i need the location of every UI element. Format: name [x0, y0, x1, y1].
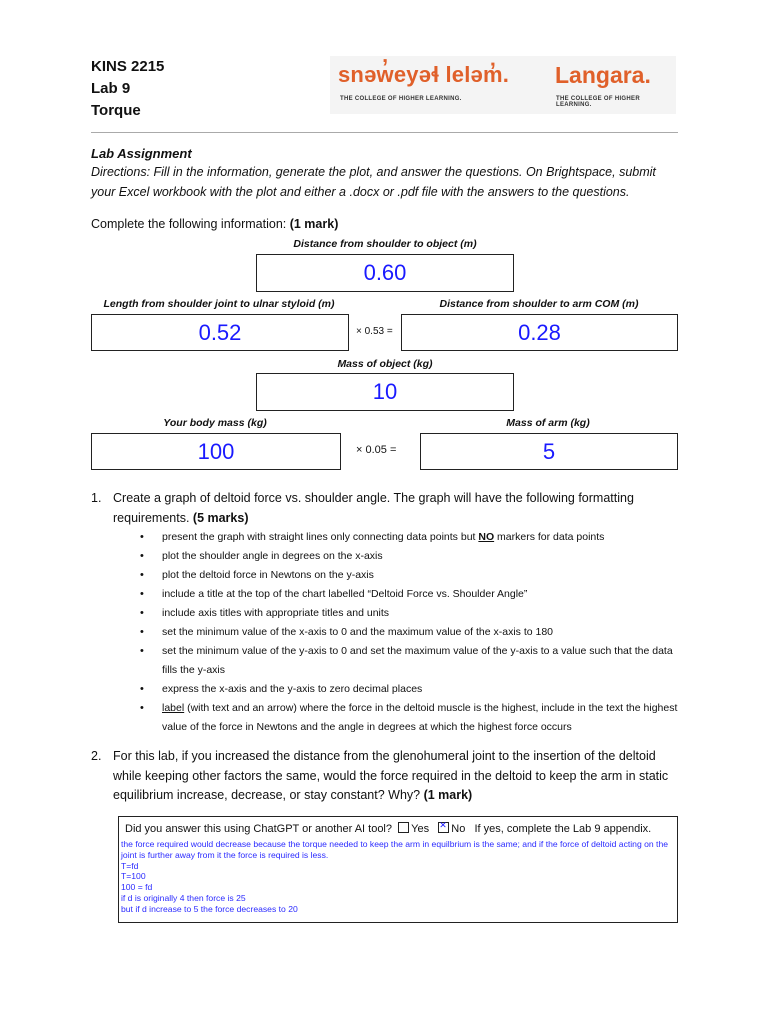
no-checkbox[interactable] — [438, 820, 450, 833]
answer-line: T=fd — [121, 860, 139, 871]
ai-question: Did you answer this using ChatGPT or ano… — [125, 823, 392, 835]
lab-topic: Torque — [91, 102, 141, 119]
list-item: plot the shoulder angle in degrees on th… — [140, 547, 685, 566]
yes-label: Yes — [411, 823, 430, 835]
question-2-body: For this lab, if you increased the dista… — [113, 749, 669, 802]
question-2-number: 2. — [91, 749, 102, 763]
yes-checkbox[interactable] — [398, 822, 410, 833]
course-code: KINS 2215 — [91, 58, 165, 75]
distance-com-field[interactable]: 0.28 — [401, 314, 678, 351]
list-item: set the minimum value of the y-axis to 0… — [140, 642, 685, 680]
list-item: express the x-axis and the y-axis to zer… — [140, 680, 685, 699]
answer-line: T=100 — [121, 871, 146, 882]
assignment-title: Lab Assignment — [91, 146, 192, 161]
question-1-text: Create a graph of deltoid force vs. shou… — [113, 489, 683, 528]
list-item: present the graph with straight lines on… — [140, 528, 685, 547]
mass-object-field[interactable]: 10 — [256, 373, 514, 411]
course-header: KINS 2215 Lab 9 Torque — [91, 56, 164, 122]
info-intro-text: Complete the following information: — [91, 217, 290, 231]
distance-object-label: Distance from shoulder to object (m) — [293, 238, 477, 250]
answer-box[interactable]: Did you answer this using ChatGPT or ano… — [118, 816, 678, 923]
question-1-requirements: present the graph with straight lines on… — [140, 528, 685, 737]
requirement-text: (with text and an arrow) where the force… — [162, 702, 678, 733]
question-1-body: Create a graph of deltoid force vs. shou… — [113, 491, 634, 525]
body-mass-label: Your body mass (kg) — [163, 417, 267, 429]
list-item: label (with text and an arrow) where the… — [140, 699, 685, 737]
list-item: include a title at the top of the chart … — [140, 585, 685, 604]
answer-line: if d is originally 4 then force is 25 — [121, 892, 246, 903]
answer-line: the force required would decrease becaus… — [121, 839, 668, 860]
com-factor-text: × 0.53 = — [356, 326, 393, 337]
question-1-number: 1. — [91, 491, 102, 505]
info-intro-marks: (1 mark) — [289, 217, 339, 231]
length-ulnar-field[interactable]: 0.52 — [91, 314, 349, 351]
list-item: include axis titles with appropriate tit… — [140, 604, 685, 623]
no-label: No — [451, 823, 466, 835]
ai-disclosure-line: Did you answer this using ChatGPT or ano… — [125, 820, 652, 835]
question-1-marks: (5 marks) — [192, 510, 249, 525]
requirement-text: present the graph with straight lines on… — [162, 531, 479, 543]
mass-arm-field[interactable]: 5 — [420, 433, 678, 470]
answer-line: but if d increase to 5 the force decreas… — [121, 903, 298, 914]
header-divider — [91, 132, 678, 133]
answer-text[interactable]: the force required would decrease becaus… — [121, 839, 673, 915]
assignment-directions: Directions: Fill in the information, gen… — [91, 165, 656, 199]
body-mass-field[interactable]: 100 — [91, 433, 341, 470]
distance-object-field[interactable]: 0.60 — [256, 254, 514, 292]
indigenous-name-logo: snəw̓eyəɬ leləm̓. — [338, 62, 510, 87]
question-2-text: For this lab, if you increased the dista… — [113, 747, 683, 806]
mass-object-label: Mass of object (kg) — [337, 358, 433, 370]
langara-logo: Langara. — [555, 62, 651, 88]
requirement-emphasis: label — [162, 702, 185, 714]
langara-logo-tagline: THE COLLEGE OF HIGHER LEARNING. — [556, 96, 640, 108]
college-logo-banner: snəw̓eyəɬ leləm̓. THE COLLEGE OF HIGHER … — [330, 56, 676, 114]
answer-line: 100 = fd — [121, 882, 153, 893]
appendix-note: If yes, complete the Lab 9 appendix. — [474, 823, 652, 835]
mass-arm-label: Mass of arm (kg) — [506, 417, 590, 429]
question-2-marks: (1 mark) — [423, 788, 473, 802]
info-intro: Complete the following information: (1 m… — [91, 217, 338, 231]
distance-com-label: Distance from shoulder to arm COM (m) — [439, 298, 639, 310]
list-item: plot the deltoid force in Newtons on the… — [140, 566, 685, 585]
arm-factor-text: × 0.05 = — [356, 444, 397, 456]
requirement-emphasis: NO — [478, 531, 495, 543]
lab-number: Lab 9 — [91, 80, 131, 97]
length-ulnar-label: Length from shoulder joint to ulnar styl… — [103, 298, 335, 310]
list-item: set the minimum value of the x-axis to 0… — [140, 623, 685, 642]
indigenous-logo-tagline: THE COLLEGE OF HIGHER LEARNING. — [340, 96, 462, 102]
requirement-text: markers for data points — [494, 531, 605, 543]
